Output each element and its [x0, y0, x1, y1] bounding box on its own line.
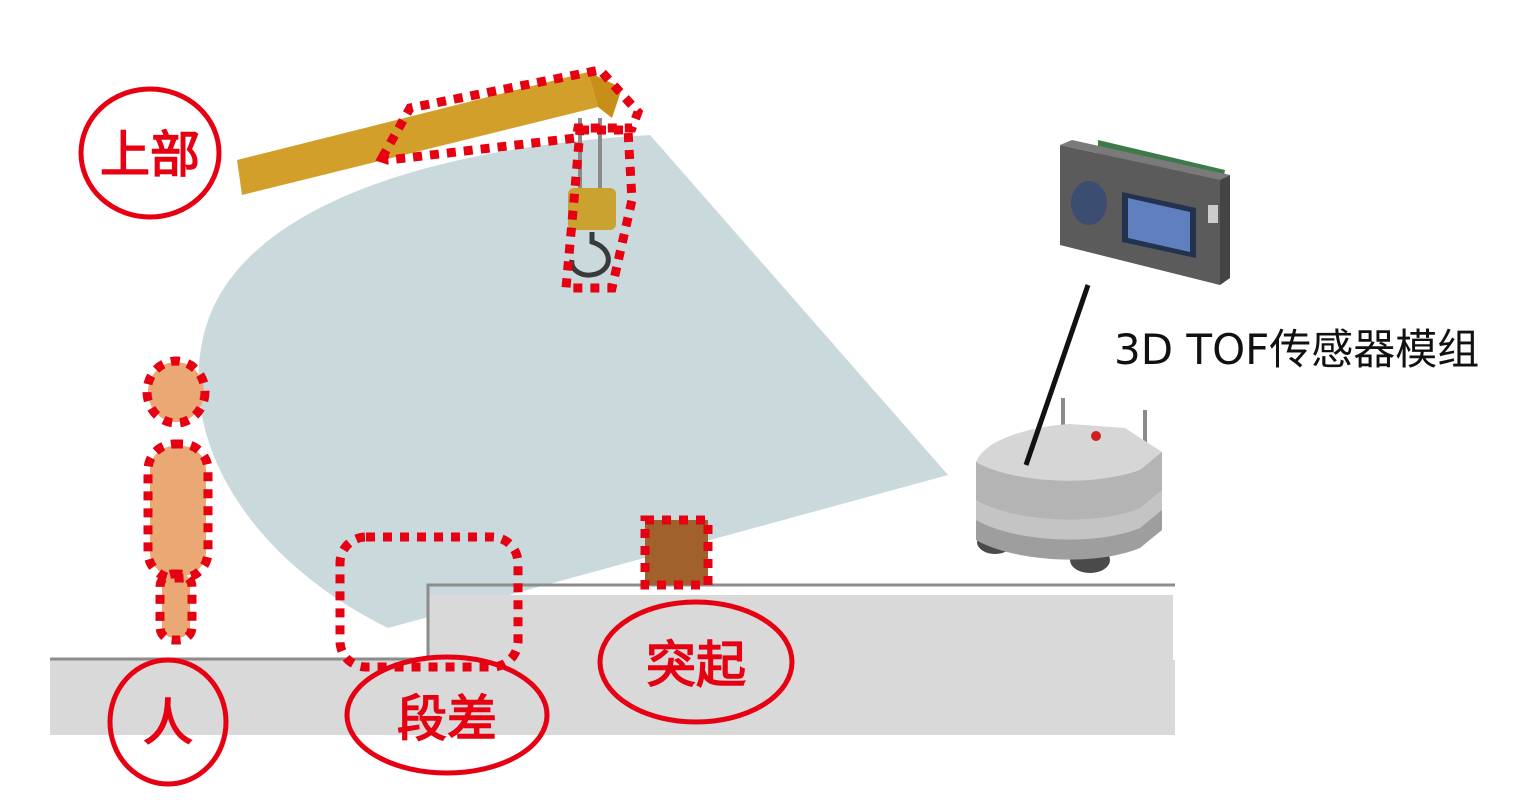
step-highlight: [335, 532, 523, 672]
label-circle-upper: [78, 86, 222, 220]
floor-raised: [428, 595, 1173, 660]
floor-raised-edge: [426, 583, 1175, 659]
module-connector-line: [1023, 284, 1091, 466]
label-step: 段差: [397, 690, 497, 748]
sensor-field-of-view: [198, 135, 948, 628]
label-person: 人: [143, 694, 193, 752]
label-sensor-module: 3D TOF传感器模组: [1114, 325, 1479, 374]
tof-sensor-module-icon: [1060, 140, 1230, 285]
crane-highlight: [375, 65, 644, 293]
person-figure-icon: [148, 362, 206, 638]
person-highlight: [142, 356, 213, 645]
label-circle-step: [344, 654, 550, 776]
label-upper: 上部: [100, 126, 200, 184]
box-highlight: [640, 515, 713, 590]
label-circle-person: [107, 657, 229, 787]
box-obstacle-icon: [645, 520, 708, 585]
label-circle-protrusion: [597, 599, 795, 725]
floor-lower: [50, 660, 1175, 735]
mobile-robot-icon: [976, 398, 1162, 573]
label-protrusion: 突起: [646, 636, 747, 694]
